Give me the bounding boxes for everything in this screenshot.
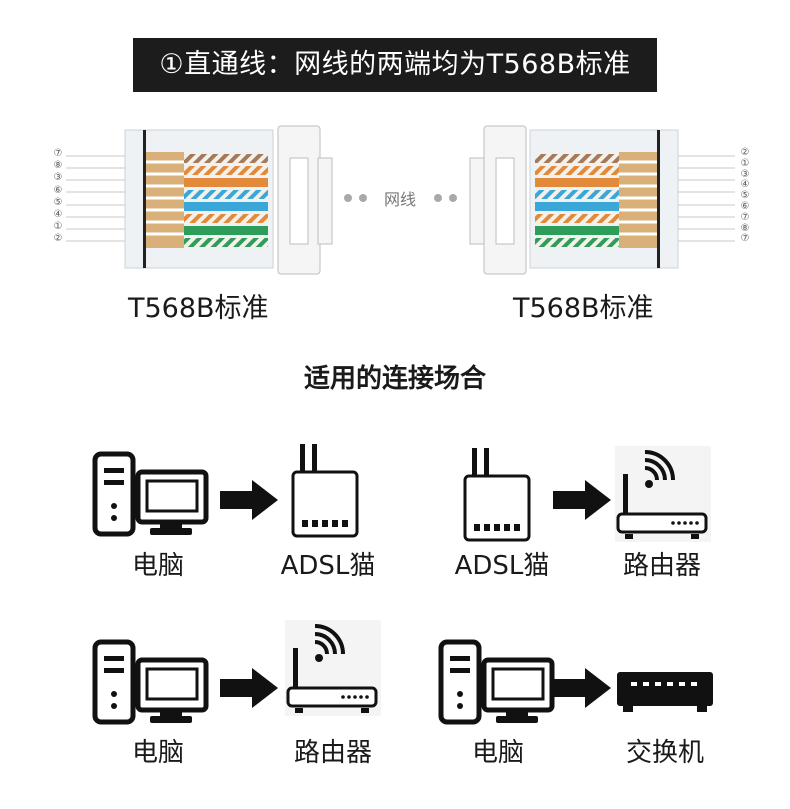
- right-pin-labels: ② ① ③ ④ ⑤ ⑥ ⑦ ⑧ ⑦: [737, 147, 753, 245]
- scenario-to-label: 路由器: [293, 738, 372, 768]
- wiring-diagram: [66, 125, 735, 275]
- pin-label: ③: [740, 168, 750, 180]
- cable-label: 网线: [383, 190, 416, 209]
- modem-icon: [291, 444, 359, 538]
- computer-icon: [92, 451, 209, 537]
- arrow-icon: [220, 668, 278, 708]
- pin-label: ⑦: [740, 211, 750, 223]
- pin-label: ⑥: [740, 200, 750, 212]
- scenario-to-label: 路由器: [622, 551, 701, 581]
- pin-label: ⑦: [53, 148, 63, 159]
- modem-icon: [463, 448, 531, 542]
- pin-label: ⑤: [740, 190, 750, 202]
- pin-label: ③: [53, 172, 63, 184]
- scenario-from-label: 电脑: [471, 738, 524, 768]
- scenario-to-label: ADSL猫: [280, 551, 376, 581]
- diagram-title: ①直通线：网线的两端均为T568B标准: [133, 38, 657, 92]
- scenario-to-label: 交换机: [625, 738, 704, 768]
- pin-label: ⑥: [53, 184, 63, 196]
- left-connector-label: T568B标准: [128, 293, 269, 324]
- arrow-icon: [220, 480, 278, 520]
- pin-label: ⑧: [53, 160, 63, 172]
- section-title: 适用的连接场合: [303, 364, 486, 394]
- switch-icon: [617, 672, 713, 712]
- pin-label: ⑤: [53, 196, 63, 208]
- arrow-icon: [553, 668, 611, 708]
- pin-label: ④: [53, 209, 63, 221]
- pin-label: ④: [740, 179, 750, 191]
- right-connector-label: T568B标准: [513, 293, 654, 324]
- router-icon: [285, 620, 381, 716]
- pin-label: ⑧: [740, 222, 750, 234]
- pin-label: ⑦: [740, 233, 750, 245]
- pin-label: ②: [740, 147, 750, 158]
- cable-dots: [344, 194, 457, 202]
- left-pin-labels: ⑦ ⑧ ③ ⑥ ⑤ ④ ① ②: [50, 148, 66, 246]
- scenario-from-label: 电脑: [131, 551, 184, 581]
- router-icon: [615, 446, 711, 542]
- scenario-from-label: 电脑: [131, 738, 184, 768]
- pin-label: ①: [740, 157, 750, 169]
- scenario-from-label: ADSL猫: [454, 551, 550, 581]
- pin-label: ②: [53, 233, 63, 245]
- arrow-icon: [553, 480, 611, 520]
- computer-icon: [438, 639, 555, 725]
- right-rj45-connector: [469, 125, 735, 275]
- left-rj45-connector: [66, 125, 333, 275]
- pin-label: ①: [53, 221, 63, 233]
- computer-icon: [92, 639, 209, 725]
